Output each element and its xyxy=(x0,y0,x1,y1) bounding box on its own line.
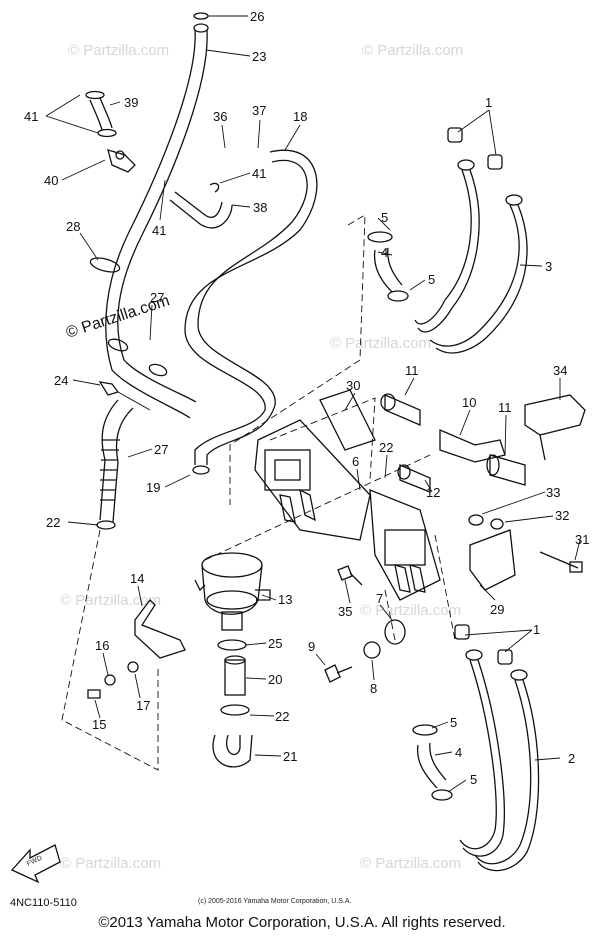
clamps-left xyxy=(89,257,168,411)
hose-18 xyxy=(184,149,318,475)
bolts-center xyxy=(324,565,406,683)
watermark: © Partzilla.com xyxy=(360,855,461,872)
pipe-set-2 xyxy=(454,624,540,872)
callout-32: 32 xyxy=(555,508,569,523)
callout-31: 31 xyxy=(575,532,589,547)
callout-16: 16 xyxy=(95,638,109,653)
callout-13: 13 xyxy=(278,592,292,607)
callout-35: 35 xyxy=(338,604,352,619)
clip-26 xyxy=(193,12,209,20)
callout-21: 21 xyxy=(283,749,297,764)
callout-39: 39 xyxy=(124,95,138,110)
callout-1: 1 xyxy=(485,95,492,110)
callout-4: 4 xyxy=(381,245,388,260)
hose-23 xyxy=(105,12,209,419)
hose-4-bottom xyxy=(412,724,453,801)
callout-24: 24 xyxy=(54,373,68,388)
hose-38 xyxy=(169,182,233,229)
watermark: © Partzilla.com xyxy=(330,335,431,352)
callout-9: 9 xyxy=(308,639,315,654)
callout-1: 1 xyxy=(533,622,540,637)
pipe-set-3 xyxy=(414,127,528,354)
fittings-right xyxy=(380,393,586,591)
callout-5: 5 xyxy=(450,715,457,730)
watermark: © Partzilla.com xyxy=(60,592,161,609)
callout-27: 27 xyxy=(150,290,164,305)
callout-33: 33 xyxy=(546,485,560,500)
callout-2: 2 xyxy=(568,751,575,766)
callout-41: 41 xyxy=(24,109,38,124)
callout-8: 8 xyxy=(370,681,377,696)
part-code: 4NC110-5110 xyxy=(10,897,77,909)
callout-26: 26 xyxy=(250,9,264,24)
footer-copyright: ©2013 Yamaha Motor Corporation, U.S.A. A… xyxy=(98,914,506,931)
bracket-14 xyxy=(87,599,186,699)
callout-22: 22 xyxy=(46,515,60,530)
reed-valve-assembly xyxy=(254,389,441,601)
callout-14: 14 xyxy=(130,571,144,586)
watermark: © Partzilla.com xyxy=(362,42,463,59)
callout-10: 10 xyxy=(462,395,476,410)
callout-28: 28 xyxy=(66,219,80,234)
callout-7: 7 xyxy=(376,591,383,606)
callout-30: 30 xyxy=(346,378,360,393)
callout-3: 3 xyxy=(545,259,552,274)
dashed-guides xyxy=(61,214,456,771)
hose-4-top xyxy=(367,231,409,302)
callout-34: 34 xyxy=(553,363,567,378)
fwd-label: FWD xyxy=(26,855,43,868)
callout-4: 4 xyxy=(455,745,462,760)
callout-29: 29 xyxy=(490,602,504,617)
callout-41: 41 xyxy=(252,166,266,181)
callout-25: 25 xyxy=(268,636,282,651)
callout-20: 20 xyxy=(268,672,282,687)
callout-27: 27 xyxy=(154,442,168,457)
callout-22: 22 xyxy=(275,709,289,724)
callout-5: 5 xyxy=(470,772,477,787)
hose-22-left xyxy=(96,399,134,530)
callout-22: 22 xyxy=(379,440,393,455)
fwd-arrow-icon: FWD xyxy=(10,844,61,884)
callouts: 26 23 39 41 40 36 37 18 41 41 38 1 5 4 5… xyxy=(24,9,589,787)
callout-40: 40 xyxy=(44,173,58,188)
callout-18: 18 xyxy=(293,109,307,124)
callout-41: 41 xyxy=(152,223,166,238)
callout-11: 11 xyxy=(405,363,419,378)
watermark: © Partzilla.com xyxy=(68,42,169,59)
watermark: © Partzilla.com xyxy=(60,855,161,872)
callout-23: 23 xyxy=(252,49,266,64)
callout-19: 19 xyxy=(146,480,160,495)
callout-17: 17 xyxy=(136,698,150,713)
small-copyright: (c) 2005-2016 Yamaha Motor Corporation, … xyxy=(198,898,351,905)
leader-lines xyxy=(45,15,581,793)
callout-5: 5 xyxy=(428,272,435,287)
callout-11: 11 xyxy=(498,400,512,415)
watermark: © Partzilla.com xyxy=(360,602,461,619)
callout-15: 15 xyxy=(92,717,106,732)
air-cut-valve-13 xyxy=(194,552,271,768)
callout-5: 5 xyxy=(381,210,388,225)
callout-12: 12 xyxy=(426,485,440,500)
callout-6: 6 xyxy=(352,454,359,469)
callout-37: 37 xyxy=(252,103,266,118)
callout-36: 36 xyxy=(213,109,227,124)
callout-38: 38 xyxy=(253,200,267,215)
